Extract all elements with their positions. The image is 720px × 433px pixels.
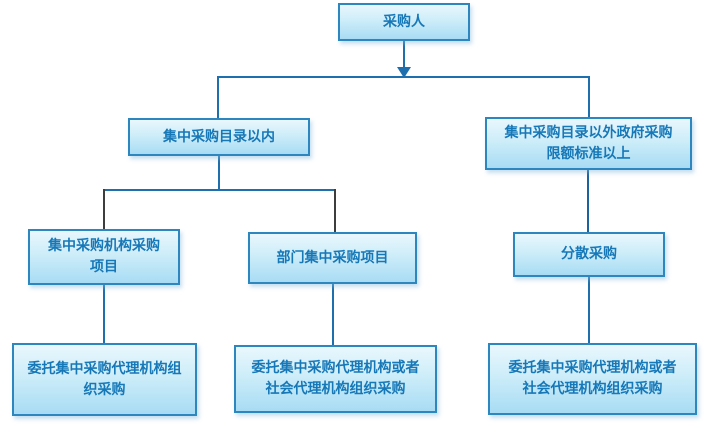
connector-to-entrust-left <box>103 285 105 343</box>
arrow-down-icon <box>397 67 411 78</box>
connector-level1-horizontal <box>217 76 590 78</box>
connector-to-department-projects <box>334 189 336 232</box>
connector-within-catalog-down <box>218 156 220 190</box>
node-decentralized-procurement: 分散采购 <box>513 232 665 277</box>
node-outside-catalog-above-quota: 集中采购目录以外政府采购 限额标准以上 <box>485 117 692 170</box>
node-centralized-agency-projects: 集中采购机构采购 项目 <box>28 229 180 285</box>
node-centralized-agency-projects-label: 集中采购机构采购 项目 <box>48 238 160 275</box>
node-outside-catalog-above-quota-label: 集中采购目录以外政府采购 限额标准以上 <box>504 124 673 162</box>
connector-to-within-catalog <box>217 76 219 118</box>
connector-purchaser-stem <box>403 41 405 69</box>
node-entrust-centralized-agency: 委托集中采购代理机构组 织采购 <box>12 343 197 416</box>
connector-to-centralized-agency-projects <box>103 189 105 229</box>
node-department-centralized-projects: 部门集中采购项目 <box>248 232 417 284</box>
node-entrust-centralized-or-social-right: 委托集中采购代理机构或者 社会代理机构组织采购 <box>488 343 697 415</box>
node-purchaser-label: 采购人 <box>383 13 425 30</box>
node-within-centralized-catalog-label: 集中采购目录以内 <box>163 128 275 145</box>
connector-to-entrust-mid <box>332 284 334 345</box>
connector-to-outside-catalog <box>588 76 590 117</box>
connector-to-entrust-right <box>588 277 590 343</box>
node-entrust-centralized-or-social-mid: 委托集中采购代理机构或者 社会代理机构组织采购 <box>234 345 437 413</box>
node-entrust-centralized-or-social-mid-label: 委托集中采购代理机构或者 社会代理机构组织采购 <box>251 360 420 397</box>
connector-to-decentralized <box>587 170 589 232</box>
node-entrust-centralized-agency-label: 委托集中采购代理机构组 织采购 <box>27 360 182 398</box>
connector-level2-horizontal <box>103 189 336 191</box>
node-decentralized-procurement-label: 分散采购 <box>561 246 617 262</box>
node-entrust-centralized-or-social-right-label: 委托集中采购代理机构或者 社会代理机构组织采购 <box>508 360 677 397</box>
node-purchaser: 采购人 <box>338 3 470 41</box>
node-within-centralized-catalog: 集中采购目录以内 <box>128 118 310 156</box>
node-department-centralized-projects-label: 部门集中采购项目 <box>276 249 389 266</box>
